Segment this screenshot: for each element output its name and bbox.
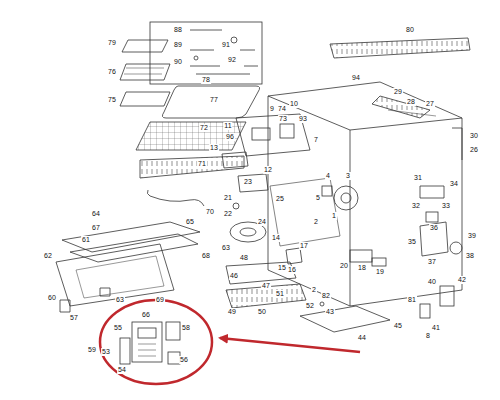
callout-number: 26 [469, 146, 479, 154]
callout-number: 35 [407, 238, 417, 246]
callout-number: 65 [185, 218, 195, 226]
callout-number: 1 [331, 212, 337, 220]
callout-number: 92 [227, 56, 237, 64]
callout-number: 49 [227, 308, 237, 316]
callout-number: 51 [275, 290, 285, 298]
callout-number: 38 [465, 252, 475, 260]
callout-number: 21 [223, 194, 233, 202]
callout-number: 30 [469, 132, 479, 140]
callout-number: 60 [47, 294, 57, 302]
callout-number: 22 [223, 210, 233, 218]
callout-number: 16 [287, 266, 297, 274]
callout-number: 66 [141, 311, 151, 319]
callout-number: 72 [199, 124, 209, 132]
callout-number: 20 [339, 262, 349, 270]
callout-number: 29 [393, 88, 403, 96]
callout-number: 48 [239, 254, 249, 262]
callout-number: 74 [277, 105, 287, 113]
callout-number: 28 [406, 98, 416, 106]
callout-number: 10 [289, 100, 299, 108]
callout-number: 39 [467, 232, 477, 240]
callout-number: 63 [115, 296, 125, 304]
callout-number: 64 [91, 210, 101, 218]
callout-number: 57 [69, 314, 79, 322]
callout-number: 76 [107, 68, 117, 76]
callout-number: 77 [209, 96, 219, 104]
callout-number: 56 [179, 356, 189, 364]
callout-number: 45 [393, 322, 403, 330]
callout-number: 43 [325, 308, 335, 316]
callout-number: 62 [43, 252, 53, 260]
callout-number: 55 [113, 324, 123, 332]
callout-number: 44 [357, 334, 367, 342]
callout-number: 2 [313, 218, 319, 226]
callout-number: 36 [429, 224, 439, 232]
callout-number: 90 [173, 58, 183, 66]
callout-number: 80 [405, 26, 415, 34]
callout-number: 32 [411, 202, 421, 210]
callout-number: 17 [299, 242, 309, 250]
callout-number: 61 [81, 236, 91, 244]
callout-number: 4 [325, 172, 331, 180]
callout-number: 93 [298, 115, 308, 123]
callout-number: 46 [229, 272, 239, 280]
callout-number: 33 [441, 202, 451, 210]
callout-number: 37 [427, 258, 437, 266]
callout-number: 12 [263, 166, 273, 174]
callout-number: 34 [449, 180, 459, 188]
callout-number: 96 [225, 133, 235, 141]
callout-number: 68 [201, 252, 211, 260]
callout-number: 23 [243, 178, 253, 186]
callout-number: 5 [315, 194, 321, 202]
callout-number: 27 [425, 100, 435, 108]
callout-number: 91 [221, 41, 231, 49]
callout-number: 3 [345, 172, 351, 180]
callout-number: 2 [311, 286, 317, 294]
callout-number: 82 [321, 292, 331, 300]
callout-number: 41 [431, 324, 441, 332]
callout-number: 59 [87, 346, 97, 354]
callout-number: 70 [205, 208, 215, 216]
callout-number: 69 [155, 296, 165, 304]
callout-number: 25 [275, 195, 285, 203]
callout-number: 42 [457, 276, 467, 284]
callout-number: 81 [407, 296, 417, 304]
callout-number: 58 [181, 324, 191, 332]
callout-number: 75 [107, 96, 117, 104]
callout-number: 7 [313, 136, 319, 144]
callout-number: 47 [261, 282, 271, 290]
callout-number: 67 [91, 224, 101, 232]
callout-number: 54 [117, 366, 127, 374]
callout-number: 13 [209, 144, 219, 152]
callout-number: 9 [269, 105, 275, 113]
callout-number: 89 [173, 41, 183, 49]
callout-number: 18 [357, 264, 367, 272]
callout-number: 15 [277, 264, 287, 272]
callout-number: 73 [278, 115, 288, 123]
callout-number: 11 [223, 122, 232, 130]
callout-number: 31 [413, 174, 423, 182]
callout-number: 14 [271, 234, 281, 242]
callout-number: 79 [107, 39, 117, 47]
callout-number: 53 [101, 348, 111, 356]
callout-number: 78 [201, 76, 211, 84]
callout-number: 52 [305, 302, 315, 310]
callout-number: 40 [427, 278, 437, 286]
callout-number: 50 [257, 308, 267, 316]
callout-number: 19 [375, 268, 385, 276]
callout-number: 63 [221, 244, 231, 252]
callout-number: 88 [173, 26, 183, 34]
callout-number: 71 [197, 160, 207, 168]
callout-number: 24 [257, 218, 267, 226]
callout-number: 8 [425, 332, 431, 340]
callout-number: 94 [351, 74, 361, 82]
